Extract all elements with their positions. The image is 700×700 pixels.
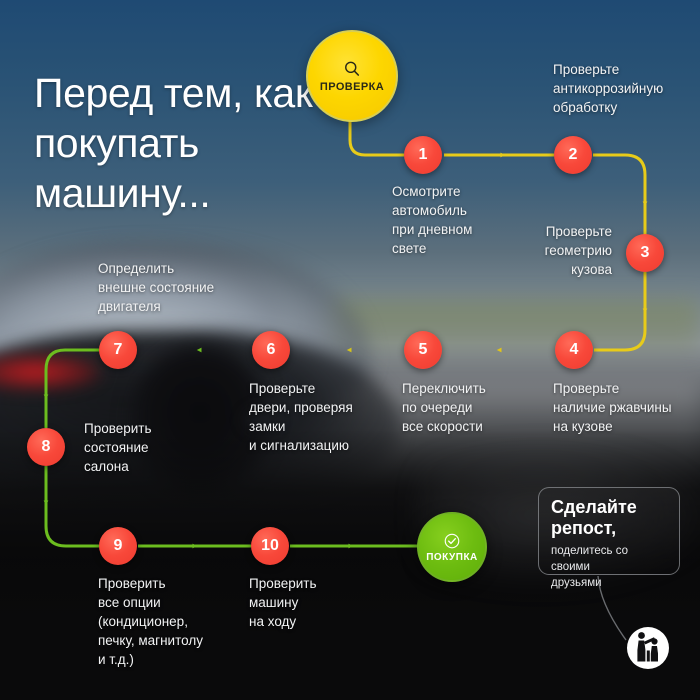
step-node-9[interactable]: 9 — [99, 527, 137, 565]
start-badge-proverka[interactable]: ПРОВЕРКА — [306, 30, 398, 122]
step-caption-1: Осмотрите автомобиль при дневном свете — [392, 184, 473, 256]
background-dark-fade — [0, 430, 700, 700]
wire-3-to-4 — [594, 272, 647, 352]
step-caption-4: Проверьте наличие ржавчины на кузове — [553, 381, 672, 434]
step-caption-5: Переключить по очереди все скорости — [402, 381, 486, 434]
background-grass — [330, 300, 700, 350]
check-circle-icon — [444, 533, 460, 548]
people-handshake-icon[interactable] — [620, 620, 676, 676]
step-caption-9: Проверить все опции (кондиционер, печку,… — [98, 576, 203, 667]
step-caption-6: Проверьте двери, проверяя замки и сигнал… — [249, 381, 353, 453]
step-node-2[interactable]: 2 — [554, 136, 592, 174]
end-badge-pokupka[interactable]: ПОКУПКА — [417, 512, 487, 582]
wire-8-to-9 — [44, 466, 99, 548]
wire-2-to-3 — [593, 153, 647, 235]
step-node-1[interactable]: 1 — [404, 136, 442, 174]
repost-subtext: поделитесь со своими друзьями — [551, 545, 628, 589]
step-caption-10: Проверить машину на ходу — [249, 576, 317, 629]
step-caption-3: Проверьте геометрию кузова — [544, 224, 612, 277]
step-caption-7: Определить внешне состояние двигателя — [98, 261, 215, 314]
wire-7-to-8 — [44, 348, 99, 428]
step-node-10[interactable]: 10 — [251, 527, 289, 565]
step-caption-8: Проверить состояние салона — [84, 421, 152, 474]
step-caption-2: Проверьте антикоррозийную обработку — [553, 62, 664, 115]
repost-callout[interactable]: Сделайте репост, поделитесь со своими др… — [538, 487, 680, 589]
wire-start-to-1 — [348, 118, 404, 157]
end-badge-label: ПОКУПКА — [426, 551, 478, 563]
step-node-6[interactable]: 6 — [252, 331, 290, 369]
background-car-taillight — [0, 355, 100, 389]
step-node-8[interactable]: 8 — [27, 428, 65, 466]
step-node-3[interactable]: 3 — [626, 234, 664, 272]
step-node-4[interactable]: 4 — [555, 331, 593, 369]
callout-tail — [597, 575, 627, 641]
step-node-7[interactable]: 7 — [99, 331, 137, 369]
start-badge-label: ПРОВЕРКА — [319, 81, 385, 93]
step-node-5[interactable]: 5 — [404, 331, 442, 369]
magnifier-icon — [345, 61, 360, 76]
page-title: Перед тем, как покупать машину... — [34, 70, 313, 216]
repost-headline: Сделайте репост, — [551, 497, 637, 538]
